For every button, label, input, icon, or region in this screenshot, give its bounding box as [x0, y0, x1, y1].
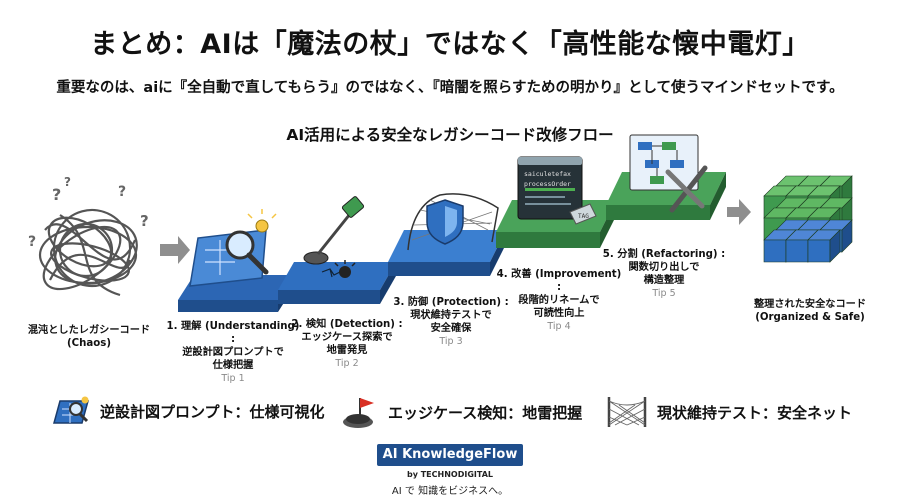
- cube-face: [829, 229, 841, 263]
- cube-face: [785, 239, 809, 263]
- brand-byline: by TECHNODIGITAL: [407, 470, 493, 479]
- svg-text:?: ?: [28, 234, 36, 250]
- legend-item-net: 現状維持テスト：安全ネット: [605, 395, 852, 429]
- legend-text-net: 現状維持テスト：安全ネット: [657, 403, 853, 422]
- code-tag-label: TAG: [578, 213, 589, 220]
- page-subtitle: 重要なのは、aiに『全自動で直してもらう』のではなく、『暗闇を照らすための明かり…: [56, 80, 844, 96]
- cube-face: [841, 219, 853, 253]
- step-2-caption: 2. 検知 (Detection) :エッジケース探索で地雷発見 Tip 2: [284, 318, 410, 370]
- step-4-caption: 4. 改善 (Improvement) :段階的リネームで可読性向上 Tip 4: [494, 268, 624, 333]
- question-mark-icon: ? ? ? ? ?: [28, 175, 149, 250]
- cube-face: [763, 239, 787, 263]
- legend-text-blueprint: 逆設計図プロンプト：仕様可視化: [100, 402, 325, 421]
- svg-text:?: ?: [140, 212, 149, 230]
- legend-item-mine: エッジケース検知：地雷把握: [340, 395, 582, 429]
- svg-text:?: ?: [52, 185, 61, 204]
- flow-title: AI活用による安全なレガシーコード改修フロー: [286, 126, 614, 144]
- brand-logo: AI KnowledgeFlow: [377, 444, 523, 466]
- step-2-block: [278, 196, 396, 304]
- chaos-tangle-icon: [38, 208, 138, 297]
- code-line-2: processOrder: [524, 180, 571, 188]
- code-line-1: saiculetefax: [524, 170, 571, 178]
- flow-arrow: [160, 236, 190, 264]
- step-1-caption: 1. 理解 (Understanding) :逆設計図プロンプトで仕様把握 Ti…: [166, 321, 300, 384]
- blueprint-icon: [53, 396, 89, 424]
- step-5-caption: 5. 分割 (Refactoring) :関数切り出しで構造整理 Tip 5: [598, 248, 730, 300]
- safety-net-icon: [607, 397, 647, 427]
- cube-face: [807, 239, 831, 263]
- step-3-block: [388, 193, 506, 276]
- legend-text-mine: エッジケース検知：地雷把握: [388, 403, 583, 422]
- step-4-block: TAG saiculetefax processOrder: [496, 156, 616, 248]
- organized-cubes-icon: [763, 175, 853, 263]
- step-5-block: [606, 134, 726, 220]
- mine-flag-icon: [343, 398, 374, 428]
- start-caption: 混沌としたレガシーコード(Chaos): [27, 325, 151, 349]
- legend-item-blueprint: 逆設計図プロンプト：仕様可視化: [52, 395, 325, 427]
- step-2-tip: Tip 2: [335, 358, 359, 369]
- end-caption: 整理された安全なコード(Organized & Safe): [753, 299, 867, 323]
- flow-diagram: ? ? ? ? ?: [28, 134, 853, 312]
- brand-tagline: AI で 知識をビジネスへ。: [391, 486, 509, 497]
- step-3-caption: 3. 防御 (Protection) :現状維持テストで安全確保 Tip 3: [390, 296, 512, 348]
- svg-text:?: ?: [118, 184, 126, 200]
- svg-text:?: ?: [64, 175, 71, 189]
- flow-arrow: [727, 199, 751, 225]
- step-5-tip: Tip 5: [652, 288, 676, 299]
- step-1-tip: Tip 1: [221, 373, 245, 384]
- step-1-block: [178, 209, 294, 312]
- step-3-tip: Tip 3: [439, 336, 463, 347]
- step-4-tip: Tip 4: [547, 321, 571, 332]
- page-title: まとめ：AIは「魔法の杖」ではなく「高性能な懐中電灯」: [90, 29, 810, 60]
